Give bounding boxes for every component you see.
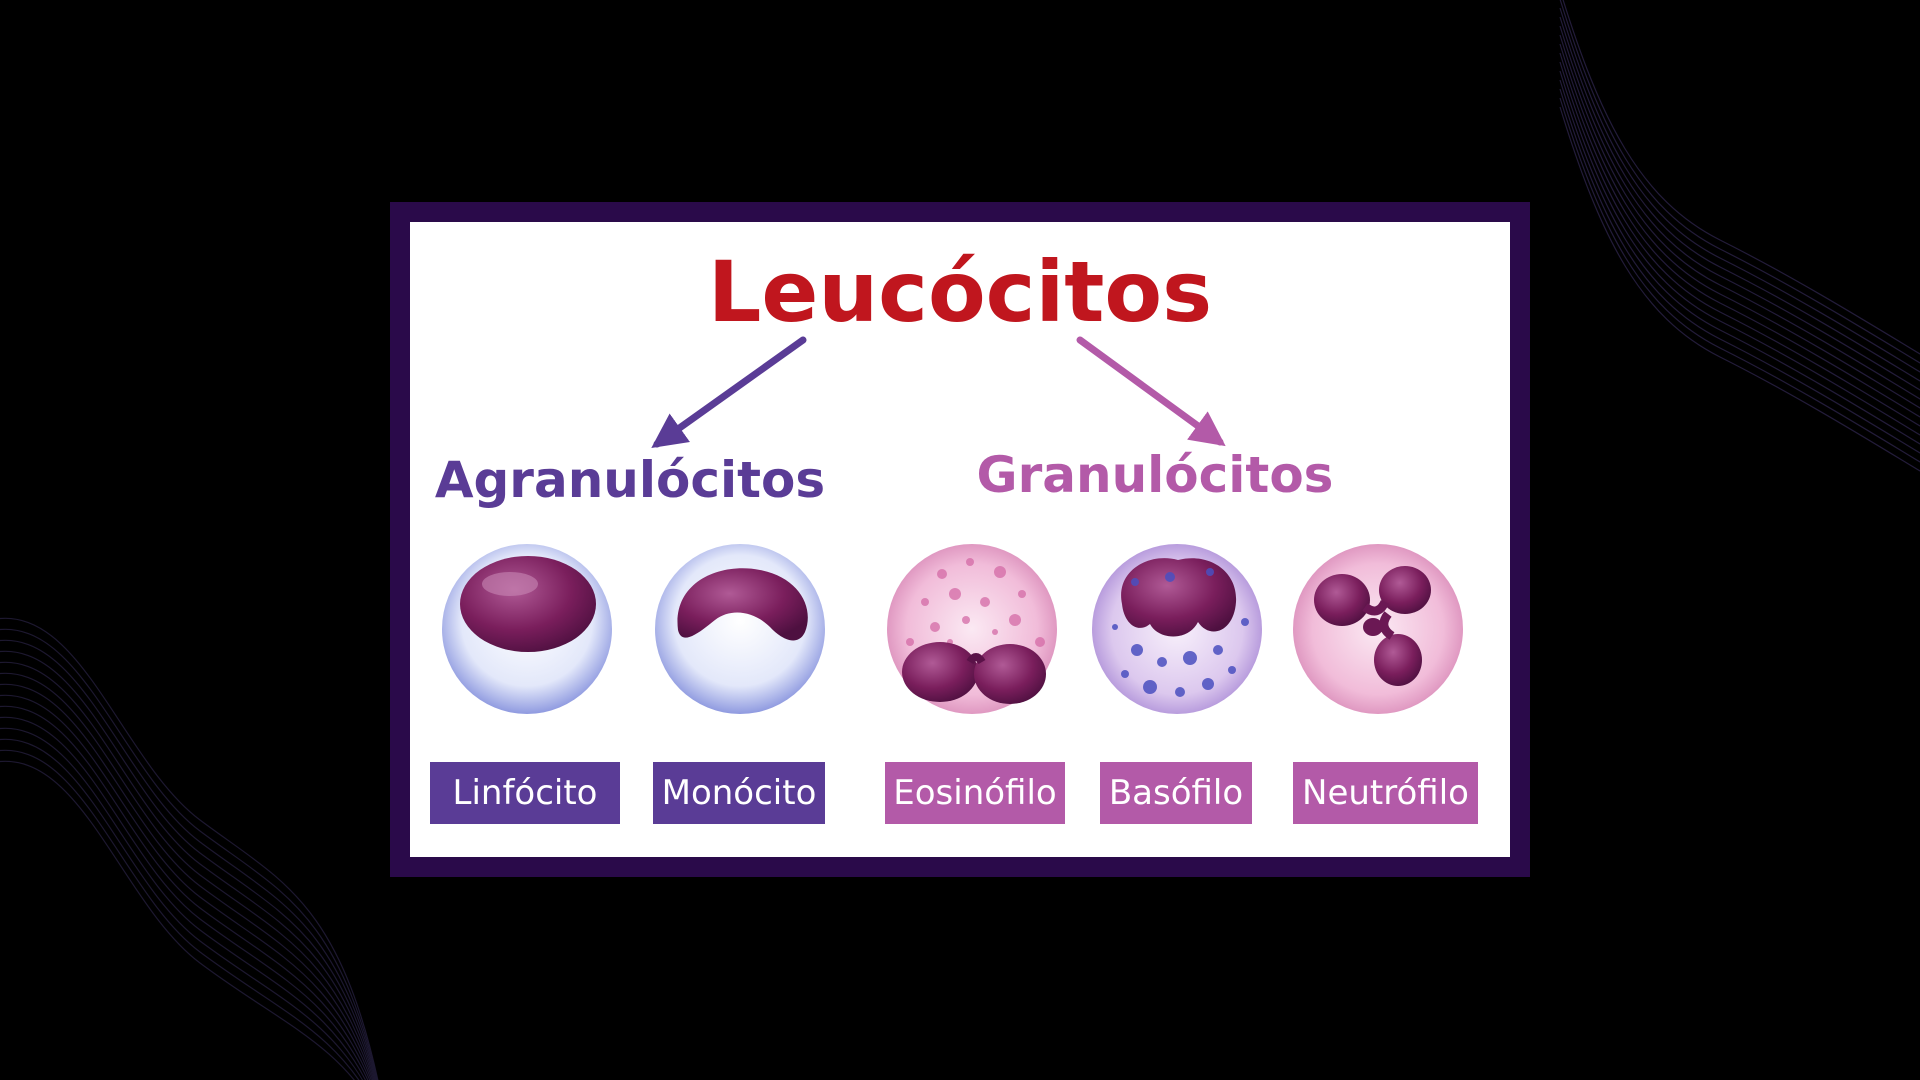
background-wave-line xyxy=(0,617,379,1080)
background-wave-line xyxy=(0,738,364,1080)
label-bg-lymphocyte xyxy=(430,762,620,824)
background-wave-line xyxy=(1562,0,1920,355)
background-wave-line xyxy=(0,749,360,1080)
background-wave-line xyxy=(1559,106,1920,472)
background-wave-line xyxy=(1559,79,1920,445)
background-wave-line xyxy=(0,727,367,1080)
background-wave-line xyxy=(1559,52,1920,418)
background-wave-line xyxy=(1559,97,1920,463)
monocyte-label: Monócito xyxy=(661,773,817,813)
diagram-frame: Leucócitos Agranulócitos Granulócitos Li… xyxy=(390,202,1530,877)
background-wave-line xyxy=(1559,7,1920,373)
background-wave-line xyxy=(0,760,356,1080)
arrow-to-granulocytes xyxy=(1076,336,1226,447)
neutrophil-illustration xyxy=(1293,544,1463,714)
background-wave-line xyxy=(0,672,375,1080)
background-wave-line xyxy=(0,705,371,1080)
label-bg-basophil xyxy=(1100,762,1252,824)
diagram-canvas: Leucócitos Agranulócitos Granulócitos Li… xyxy=(410,222,1510,857)
eosinophil-illustration xyxy=(887,544,1057,714)
background-wave-line xyxy=(1559,61,1920,427)
background-wave-line xyxy=(0,661,376,1080)
lymphocyte-illustration xyxy=(442,544,612,714)
background-wave-line xyxy=(0,639,378,1080)
background-wave-line xyxy=(0,716,369,1080)
agranulocytes-heading: Agranulócitos xyxy=(434,451,826,509)
background-wave-line xyxy=(1559,70,1920,436)
background-wave-line xyxy=(0,628,378,1080)
eosinophil-label: Eosinófilo xyxy=(893,773,1057,813)
label-bg-eosinophil xyxy=(885,762,1065,824)
label-bg-neutrophil xyxy=(1293,762,1478,824)
diagram-title: Leucócitos xyxy=(707,243,1213,341)
background-wave-line xyxy=(1559,25,1920,391)
background-wave-line xyxy=(1559,88,1920,454)
lymphocyte-label: Linfócito xyxy=(452,773,598,813)
background-wave-line xyxy=(1559,34,1920,400)
monocyte-illustration xyxy=(655,544,825,714)
basophil-label: Basófilo xyxy=(1108,773,1244,813)
granulocytes-heading: Granulócitos xyxy=(976,446,1334,504)
diagram-graphics xyxy=(430,336,1478,824)
background-wave-line xyxy=(0,683,374,1080)
basophil-illustration xyxy=(1092,544,1262,714)
background-wave-line xyxy=(0,650,377,1080)
background-wave-line xyxy=(1559,43,1920,409)
background-wave-line xyxy=(0,694,372,1080)
neutrophil-label: Neutrófilo xyxy=(1302,773,1469,813)
arrow-to-agranulocytes xyxy=(651,336,807,449)
label-bg-monocyte xyxy=(653,762,825,824)
background-wave-line xyxy=(1559,0,1920,364)
background-wave-line xyxy=(1559,16,1920,382)
